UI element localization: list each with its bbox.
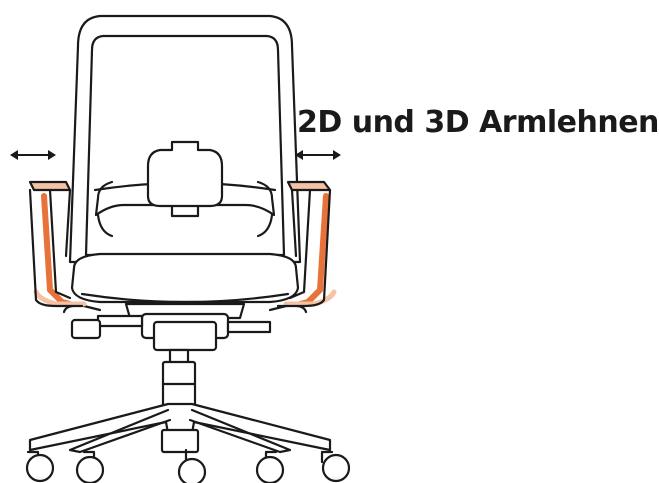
double-headed-horizontal-arrow-icon: [295, 150, 341, 160]
armrest-caption: 2D und 3D Armlehnen: [297, 105, 659, 140]
left-armrest: [28, 180, 87, 308]
wheel-3: [177, 457, 207, 483]
right-armrest: [276, 180, 337, 308]
diagram-canvas: 2D und 3D Armlehnen: [10, 14, 659, 483]
seat: [70, 252, 300, 304]
wheel-4: [255, 455, 285, 483]
backrest: [68, 14, 302, 264]
wheel-5: [321, 453, 351, 483]
castor-wheels: [25, 448, 351, 483]
office-chair-illustration: [10, 14, 351, 483]
wheel-1: [25, 453, 55, 483]
gas-cylinder: [161, 348, 197, 410]
wheel-2: [75, 455, 105, 483]
double-headed-horizontal-arrow-icon: [10, 150, 56, 160]
seat-mechanism: [62, 302, 308, 352]
chair-base: [28, 402, 332, 454]
lumbar-support: [146, 140, 224, 218]
